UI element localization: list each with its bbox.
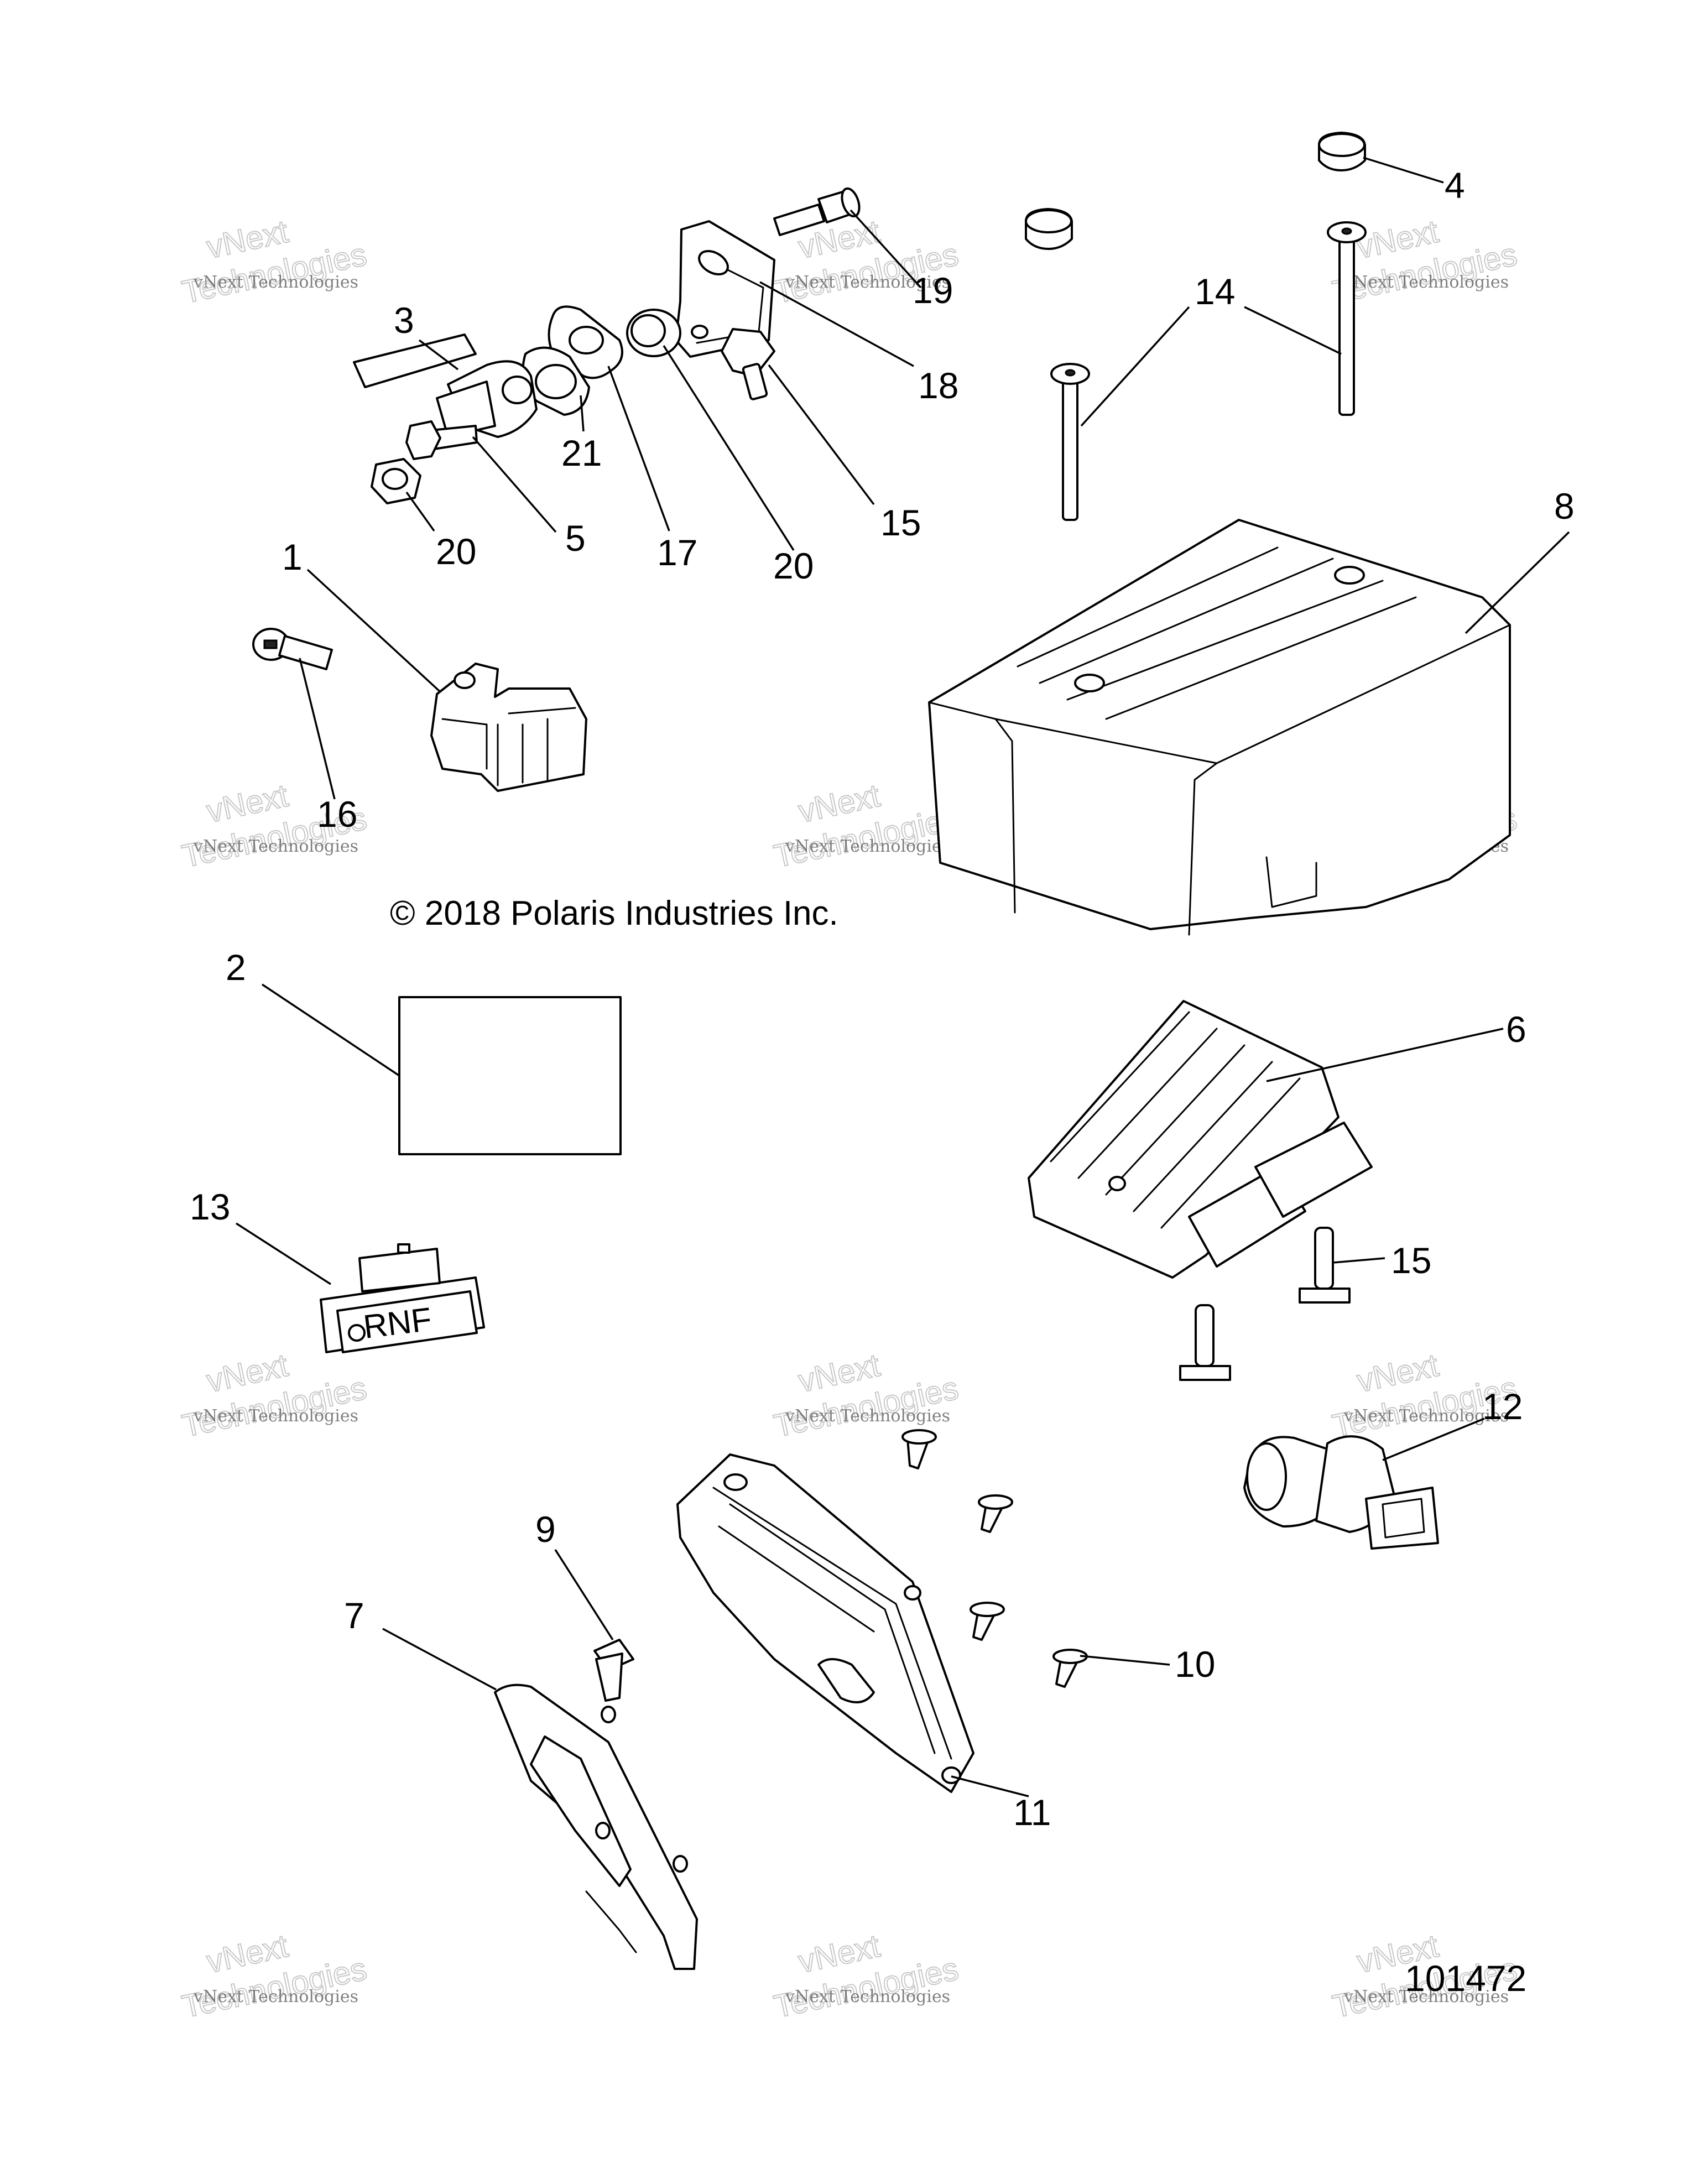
- cap-screw-part: [252, 628, 333, 670]
- long-bolt-part: [1050, 221, 1367, 521]
- watermark: Technologies vNext vNext Technologies: [770, 1927, 962, 2025]
- callout-14: 14: [1195, 271, 1235, 312]
- callout-10: 10: [1175, 1644, 1215, 1685]
- bolt-part: [405, 420, 478, 460]
- watermark: Technologies vNext vNext Technologies: [1329, 1927, 1521, 2025]
- callout-12: 12: [1482, 1386, 1523, 1427]
- callout-numbers: 1 2 3 4 5 6 7 8 9 10 11 12 13 14 15 15 1…: [190, 165, 1575, 1833]
- watermark-text: vNext Technologies: [193, 273, 358, 292]
- watermark-text: vNext Technologies: [193, 1406, 358, 1426]
- watermark-text: vNext Technologies: [193, 837, 358, 856]
- callout-8: 8: [1554, 486, 1575, 527]
- watermark: Technologies vNext vNext Technologies: [770, 777, 962, 875]
- callout-16: 16: [317, 794, 357, 835]
- decal-label-part: [398, 996, 622, 1155]
- ignition-switch-part: [1243, 1435, 1439, 1550]
- watermark-text: vNext Technologies: [785, 837, 950, 856]
- callout-15: 15: [880, 502, 921, 543]
- leader-lines: [236, 157, 1570, 1797]
- callout-13: 13: [190, 1186, 230, 1227]
- callout-1: 1: [282, 536, 303, 577]
- map-sensor-part: [430, 663, 587, 792]
- push-rivet-part: [593, 1639, 634, 1702]
- watermark-text: vNext Technologies: [193, 1987, 358, 2006]
- washer-nut-part: [626, 309, 681, 357]
- grommet-cap-part: [1025, 132, 1366, 250]
- watermark-text: vNext Technologies: [785, 1987, 950, 2006]
- ecu-bracket-part: [494, 1683, 698, 1970]
- mounting-bracket-part: [675, 220, 775, 358]
- watermark-text: vNext Technologies: [785, 273, 950, 292]
- small-bolt-part: [721, 328, 775, 400]
- watermark: Technologies vNext vNext Technologies: [1329, 213, 1521, 311]
- watermark-text: vNext Technologies: [1343, 1987, 1509, 2006]
- screw-part: [901, 1429, 1088, 1688]
- electrical-cover-part: [928, 519, 1511, 936]
- ecu-module-part: [676, 1453, 974, 1793]
- callout-9: 9: [535, 1509, 556, 1550]
- watermark: Technologies vNext vNext Technologies: [770, 1347, 962, 1445]
- callout-21: 21: [561, 432, 602, 473]
- callout-17: 17: [657, 532, 697, 573]
- watermark-text: vNext Technologies: [1343, 1406, 1509, 1426]
- callout-7: 7: [344, 1595, 364, 1636]
- callout-2: 2: [226, 947, 246, 988]
- rnf-label: RNF: [361, 1300, 434, 1346]
- watermark: Technologies vNext vNext Technologies: [179, 213, 371, 311]
- rnf-switch-part: RNF: [320, 1243, 485, 1353]
- voltage-regulator-part: [1028, 1000, 1373, 1279]
- callout-20: 20: [773, 545, 814, 586]
- watermark-text: vNext Technologies: [785, 1406, 950, 1426]
- callout-6: 6: [1506, 1009, 1526, 1050]
- callout-5: 5: [565, 518, 586, 559]
- regulator-bolt-part: [1179, 1227, 1351, 1381]
- callout-3: 3: [394, 300, 414, 341]
- watermark: Technologies vNext vNext Technologies: [179, 1347, 371, 1445]
- flange-nut-part: [371, 458, 421, 504]
- figure-number: 101472: [1405, 1958, 1526, 1999]
- flange-bolt-part: [773, 187, 861, 236]
- callout-11: 11: [1013, 1792, 1051, 1833]
- watermark: Technologies vNext vNext Technologies: [179, 1927, 371, 2025]
- callout-4: 4: [1445, 165, 1465, 206]
- copyright-notice: © 2018 Polaris Industries Inc.: [390, 894, 838, 932]
- temperature-sensor-part: [353, 333, 538, 438]
- callout-19: 19: [913, 270, 953, 311]
- watermark-text: vNext Technologies: [1343, 273, 1509, 292]
- callout-18: 18: [918, 365, 958, 406]
- callout-15: 15: [1391, 1240, 1431, 1281]
- callout-20: 20: [436, 531, 476, 572]
